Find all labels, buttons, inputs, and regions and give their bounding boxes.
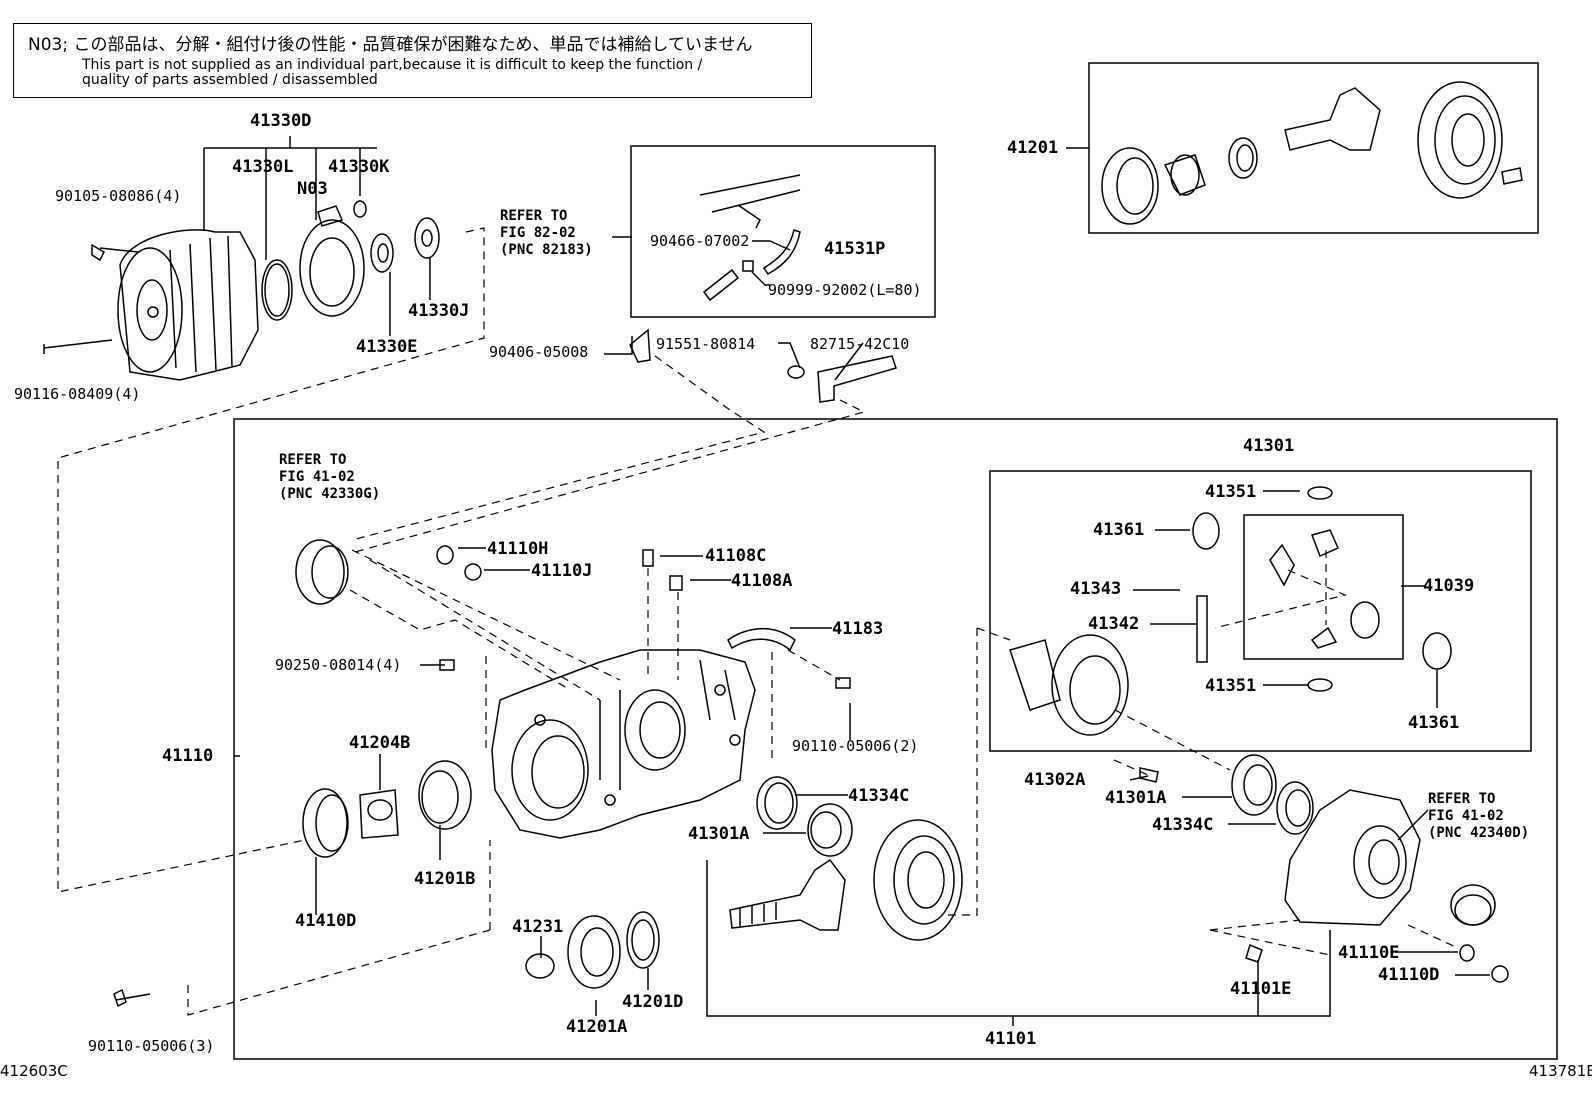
frame-ring-gear-set	[1088, 62, 1539, 234]
part-41361-bottom[interactable]: 41361	[1408, 713, 1460, 733]
part-41531P[interactable]: 41531P	[824, 239, 886, 259]
part-41330L[interactable]: 41330L	[232, 157, 294, 177]
part-41201D[interactable]: 41201D	[622, 992, 684, 1012]
part-41204B[interactable]: 41204B	[349, 733, 411, 753]
part-41183[interactable]: 41183	[832, 619, 884, 639]
part-41101[interactable]: 41101	[985, 1029, 1037, 1049]
part-41101E[interactable]: 41101E	[1230, 979, 1292, 999]
part-41410D[interactable]: 41410D	[295, 911, 357, 931]
part-90466-07002[interactable]: 90466-07002	[650, 232, 750, 250]
part-41342[interactable]: 41342	[1088, 614, 1140, 634]
part-41301A-left[interactable]: 41301A	[688, 824, 750, 844]
notice-english: This part is not supplied as an individu…	[82, 57, 703, 88]
part-91551-80814[interactable]: 91551-80814	[656, 335, 756, 353]
part-41302A[interactable]: 41302A	[1024, 770, 1086, 790]
notice-box: N03; この部品は、分解・組付け後の性能・品質確保が困難なため、単品では補給し…	[13, 23, 812, 98]
part-41201[interactable]: 41201	[1007, 138, 1059, 158]
part-41301A-right[interactable]: 41301A	[1105, 788, 1167, 808]
part-41351-top[interactable]: 41351	[1205, 482, 1257, 502]
part-41334C-right[interactable]: 41334C	[1152, 815, 1214, 835]
part-41110E[interactable]: 41110E	[1338, 943, 1400, 963]
frame-breather-hose	[630, 145, 936, 318]
carrier-housing-drawing	[491, 649, 756, 839]
part-N03[interactable]: N03	[297, 179, 328, 199]
part-41039[interactable]: 41039	[1423, 576, 1475, 596]
part-41330D[interactable]: 41330D	[250, 111, 312, 131]
part-90105-08086[interactable]: 90105-08086(4)	[55, 187, 182, 205]
part-41330E[interactable]: 41330E	[356, 337, 418, 357]
notice-japanese: N03; この部品は、分解・組付け後の性能・品質確保が困難なため、単品では補給し…	[28, 35, 753, 55]
part-41301[interactable]: 41301	[1243, 436, 1295, 456]
part-41330K[interactable]: 41330K	[328, 157, 390, 177]
part-41108A[interactable]: 41108A	[731, 571, 793, 591]
part-41343[interactable]: 41343	[1070, 579, 1122, 599]
part-41108C[interactable]: 41108C	[705, 546, 767, 566]
part-41330J[interactable]: 41330J	[408, 301, 470, 321]
part-41110D[interactable]: 41110D	[1378, 965, 1440, 985]
part-90110-05006-3[interactable]: 90110-05006(3)	[88, 1037, 215, 1055]
part-90999-92002[interactable]: 90999-92002(L=80)	[768, 281, 922, 299]
part-90116-08409[interactable]: 90116-08409(4)	[14, 385, 141, 403]
diagram-code-right: 413781B	[1529, 1062, 1592, 1080]
part-41201A[interactable]: 41201A	[566, 1017, 628, 1037]
part-41110H[interactable]: 41110H	[487, 539, 549, 559]
rear-cover-drawing	[43, 229, 259, 381]
part-90250-08014[interactable]: 90250-08014(4)	[275, 656, 402, 674]
frame-pinion-set	[1243, 514, 1404, 660]
part-41334C-left[interactable]: 41334C	[848, 786, 910, 806]
part-41361-top[interactable]: 41361	[1093, 520, 1145, 540]
part-41201B[interactable]: 41201B	[414, 869, 476, 889]
part-82715-42C10[interactable]: 82715-42C10	[810, 335, 910, 353]
part-90110-05006-2[interactable]: 90110-05006(2)	[792, 737, 919, 755]
part-41110J[interactable]: 41110J	[531, 561, 593, 581]
frame-differential-case	[989, 470, 1532, 752]
part-41351-bottom[interactable]: 41351	[1205, 676, 1257, 696]
part-41110[interactable]: 41110	[162, 746, 214, 766]
part-90406-05008[interactable]: 90406-05008	[489, 343, 589, 361]
part-41231[interactable]: 41231	[512, 917, 564, 937]
diagram-code-left: 412603C	[0, 1062, 68, 1080]
frame-carrier-assembly	[233, 418, 1558, 1060]
